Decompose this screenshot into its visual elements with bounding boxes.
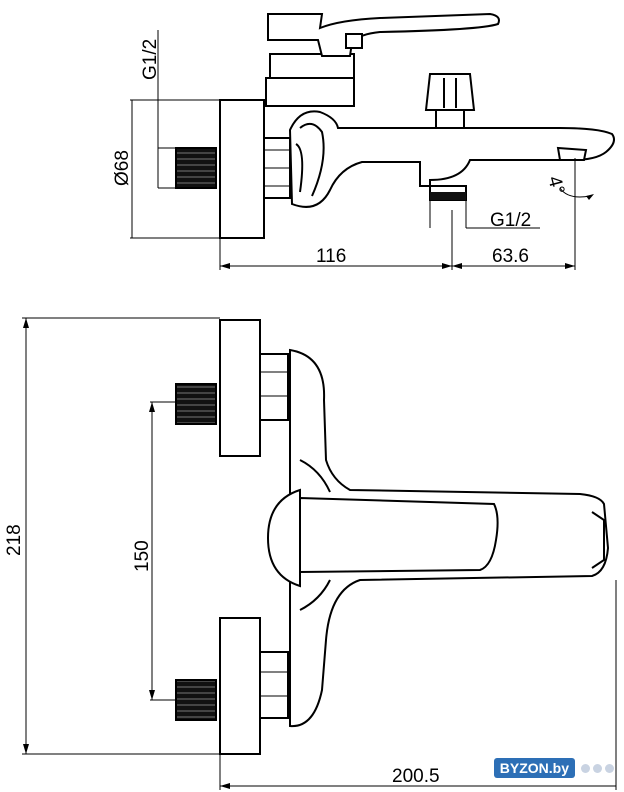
watermark: BYZON.by [493, 758, 614, 778]
label-dim-200-5: 200.5 [392, 766, 440, 787]
front-lever-handle [299, 496, 499, 574]
label-dim-150: 150 [132, 540, 153, 572]
front-upper-nut [259, 353, 289, 421]
front-cartridge-dome [266, 488, 301, 588]
side-cartridge-housing [265, 77, 355, 107]
side-lever-handle [267, 12, 500, 57]
label-angle: 4° [543, 174, 568, 197]
side-wall-flange [219, 99, 265, 239]
label-thread-bottom: G1/2 [490, 210, 531, 231]
side-thread-inlet [175, 147, 217, 189]
side-view: G1/2 Ø68 G1/2 4° 116 63.6 [112, 12, 615, 270]
label-diameter: Ø68 [112, 150, 133, 186]
label-dim-218: 218 [4, 524, 25, 556]
side-diverter-knob [424, 73, 476, 111]
watermark-logo: BYZON.by [493, 758, 575, 778]
label-dim-63-6: 63.6 [492, 246, 529, 267]
front-view: 218 150 200.5 [4, 317, 617, 790]
label-dim-116: 116 [316, 246, 346, 267]
front-lower-nut [259, 651, 289, 719]
side-valve-body [288, 110, 615, 208]
front-lower-thread [175, 679, 217, 721]
front-upper-flange [219, 319, 261, 457]
front-upper-thread [175, 383, 217, 425]
watermark-dots [581, 763, 614, 773]
front-lower-flange [219, 617, 261, 755]
side-spout-outlet [556, 146, 588, 161]
label-thread-top: G1/2 [140, 39, 161, 80]
